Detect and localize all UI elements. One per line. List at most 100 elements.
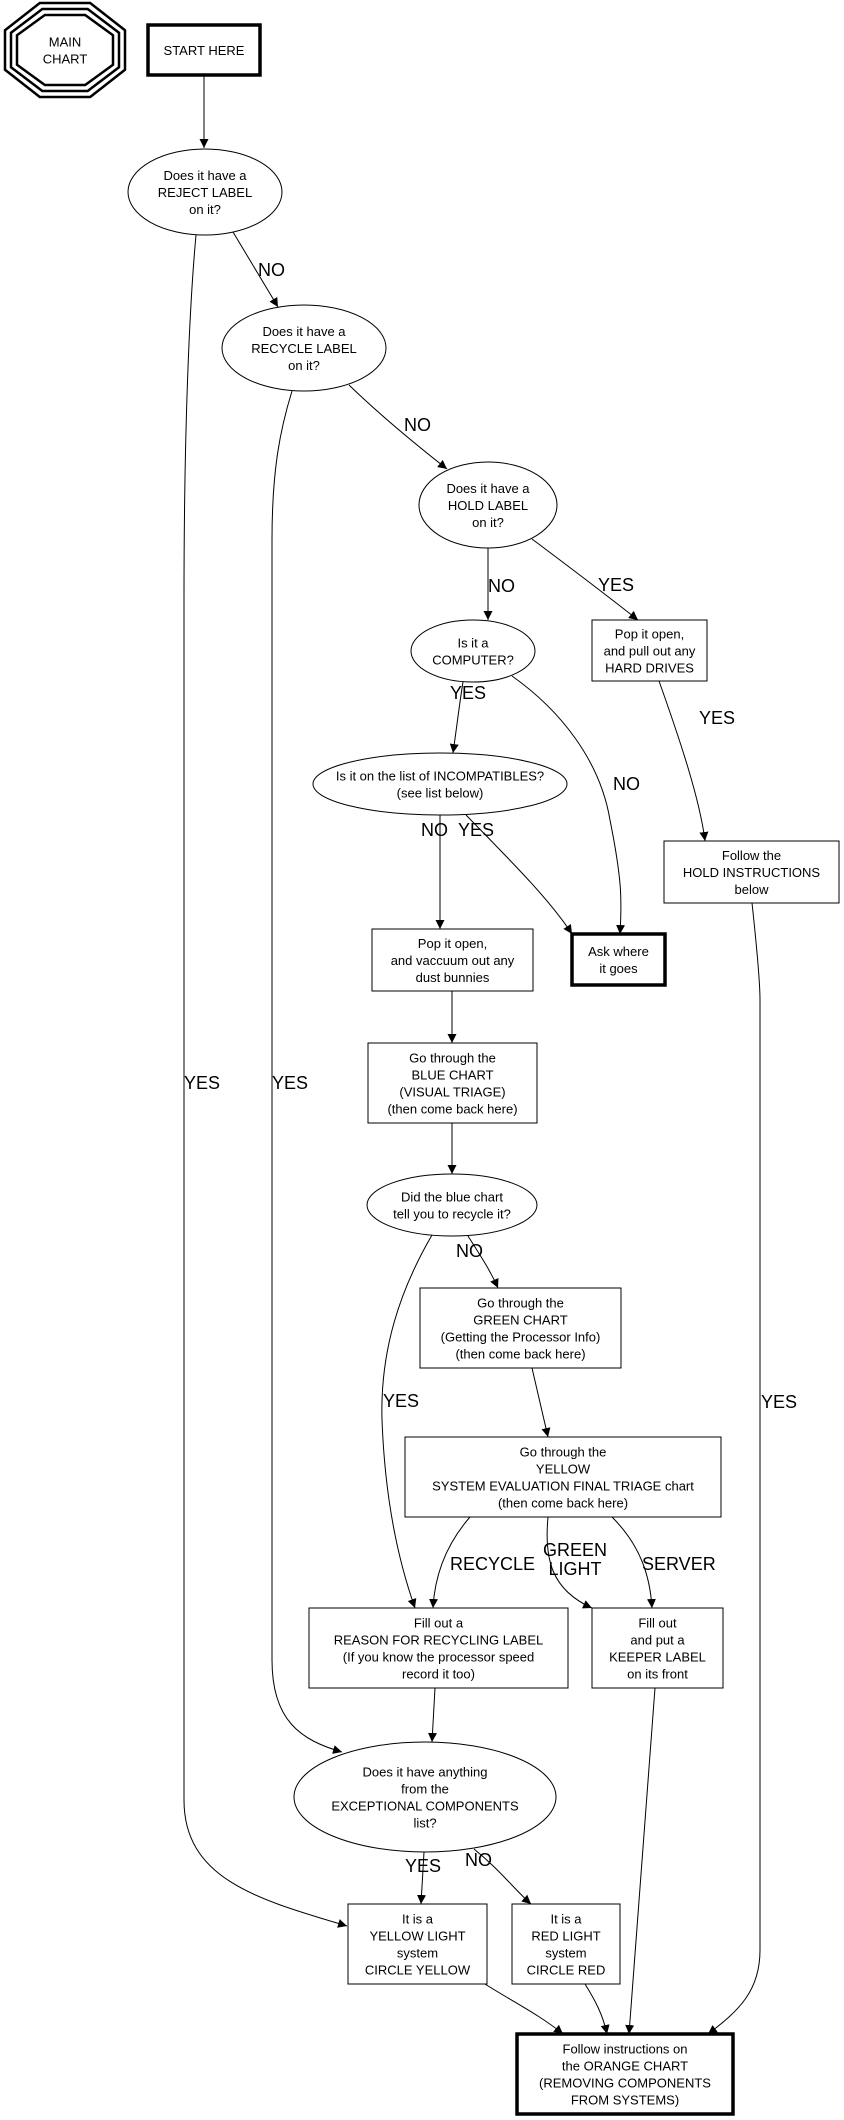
edge-label-line: YES: [405, 1856, 441, 1876]
edge-label-computer-incompat: YES: [450, 683, 486, 703]
edge-label-line: YES: [272, 1073, 308, 1093]
node-incompat[interactable]: Is it on the list of INCOMPATIBLES? (see …: [312, 752, 568, 816]
incompat-ellipse: [312, 752, 568, 816]
edge-bluerecycle-reason: [381, 1234, 433, 1609]
edge-drives-holdinstr: [658, 680, 709, 842]
drives-box: [591, 619, 708, 682]
edge-label-line: NO: [613, 774, 640, 794]
green-text-line: (Getting the Processor Info): [441, 1330, 601, 1345]
yellowlight-text-line: system: [397, 1946, 438, 1961]
edge-computer-incompat: [449, 681, 464, 754]
reject-text-line: REJECT LABEL: [158, 185, 252, 200]
reason-text-line: (If you know the processor speed: [343, 1650, 535, 1665]
exceptional-text-line: list?: [413, 1816, 436, 1831]
edge-label-drives-holdinstr: YES: [699, 708, 735, 728]
reject-text-line: on it?: [189, 202, 221, 217]
edge-reason-exceptional: [428, 1687, 437, 1743]
edge-label-incompat-vacuum: NO: [421, 820, 448, 840]
edge-label-line: NO: [456, 1241, 483, 1261]
orange-box: [515, 2032, 735, 2116]
edge-yellowlight-orange: [484, 1983, 564, 2035]
yellow-text-line: (then come back here): [498, 1496, 628, 1511]
reject-ellipse: [127, 148, 283, 236]
edge-exceptional-yellowlight: [417, 1851, 427, 1905]
keeper-box: [591, 1607, 724, 1689]
edge-hold-drives: [531, 538, 639, 621]
start-box: [146, 23, 262, 77]
edge-label-yellow-reason: RECYCLE: [450, 1554, 535, 1574]
edge-label-line: YES: [458, 820, 494, 840]
green-text-line: (then come back here): [455, 1347, 585, 1362]
keeper-text-line: KEEPER LABEL: [609, 1650, 706, 1665]
drives-text-line: Pop it open,: [615, 627, 684, 642]
edge-label-line: GREEN: [543, 1540, 607, 1560]
edge-label-yellow-keeper-server: SERVER: [642, 1554, 716, 1574]
edge-label-line: NO: [421, 820, 448, 840]
blue-text-line: (VISUAL TRIAGE): [399, 1085, 505, 1100]
yellow-text-line: Go through the: [520, 1445, 607, 1460]
incompat-text-line: (see list below): [397, 786, 484, 801]
edge-label-reject-yellowlight: YES: [184, 1073, 220, 1093]
edge-redlight-orange: [584, 1983, 610, 2035]
yellowlight-text-line: YELLOW LIGHT: [369, 1929, 465, 1944]
orange-text-line: the ORANGE CHART: [562, 2059, 688, 2074]
green-box: [419, 1287, 622, 1369]
edge-label-recycle-hold: NO: [404, 415, 431, 435]
reject-text-line: Does it have a: [163, 168, 247, 183]
recycle-text-line: Does it have a: [262, 324, 346, 339]
edge-green-yellow: [531, 1367, 551, 1438]
edge-label-hold-drives: YES: [598, 575, 634, 595]
main-octagon-ring: [15, 13, 115, 87]
bluerecycle-ellipse: [366, 1173, 538, 1237]
holdinstr-text-line: Follow the: [722, 848, 781, 863]
edge-label-holdinstr-orange: YES: [761, 1392, 797, 1412]
edge-label-computer-ask: NO: [613, 774, 640, 794]
recycle-ellipse: [221, 304, 387, 392]
edges-layer: [183, 75, 761, 2035]
edge-incompat-ask: [465, 814, 573, 935]
edge-label-line: NO: [488, 576, 515, 596]
hold-text-line: HOLD LABEL: [448, 498, 528, 513]
yellowlight-box: [347, 1903, 488, 1985]
ask-box: [570, 932, 667, 987]
edge-yellow-keeper-server: [611, 1516, 656, 1609]
incompat-text-line: Is it on the list of INCOMPATIBLES?: [336, 769, 544, 784]
bluerecycle-text-line: tell you to recycle it?: [393, 1207, 511, 1222]
edge-label-line: YES: [699, 708, 735, 728]
node-start[interactable]: START HERE: [146, 23, 262, 77]
keeper-text-line: and put a: [630, 1633, 685, 1648]
edge-label-exceptional-yellowlight: YES: [405, 1856, 441, 1876]
redlight-text-line: CIRCLE RED: [527, 1963, 606, 1978]
blue-box: [367, 1042, 538, 1124]
keeper-text-line: Fill out: [638, 1616, 677, 1631]
exceptional-text-line: from the: [401, 1782, 449, 1797]
recycle-text-line: on it?: [288, 358, 320, 373]
reason-text-line: record it too): [402, 1667, 475, 1682]
computer-text-line: COMPUTER?: [432, 653, 514, 668]
blue-text-line: BLUE CHART: [411, 1068, 493, 1083]
edge-label-incompat-ask: YES: [458, 820, 494, 840]
computer-ellipse: [410, 619, 536, 683]
node-reject[interactable]: Does it have a REJECT LABEL on it?: [127, 148, 283, 236]
